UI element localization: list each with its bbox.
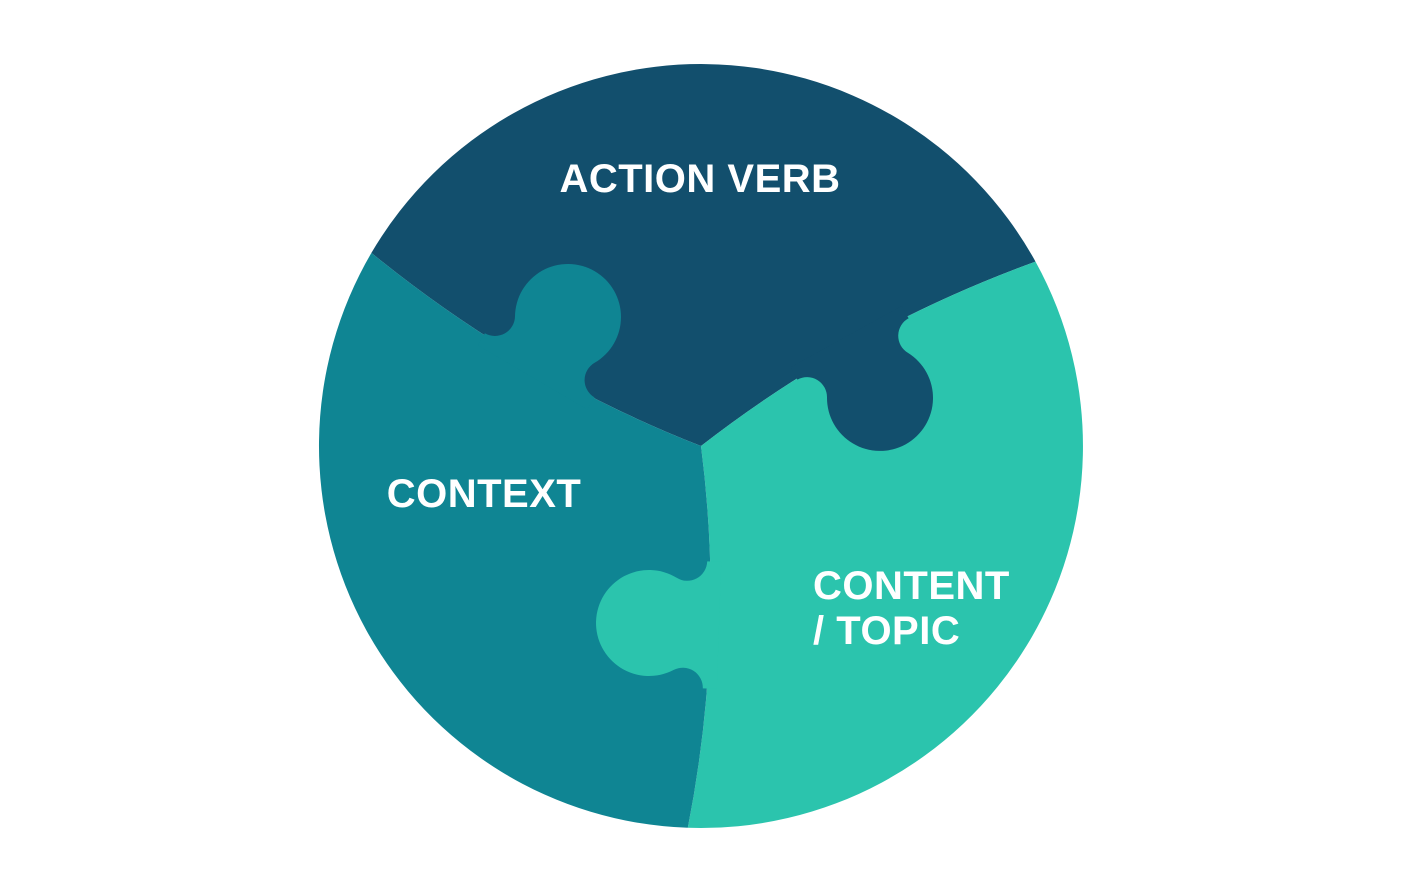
puzzle-piece-content-topic — [687, 261, 1083, 829]
label-context: CONTEXT — [387, 472, 582, 516]
puzzle-knob-context-into-action-verb — [477, 263, 621, 410]
label-content-topic-line2: / TOPIC — [813, 609, 960, 653]
puzzle-knob-action-verb-into-content — [790, 305, 933, 451]
label-content-topic-line1: CONTENT — [813, 564, 1010, 608]
label-action-verb: ACTION VERB — [559, 157, 840, 201]
puzzle-piece-context — [318, 252, 711, 828]
puzzle-knob-content-into-context — [596, 561, 722, 689]
